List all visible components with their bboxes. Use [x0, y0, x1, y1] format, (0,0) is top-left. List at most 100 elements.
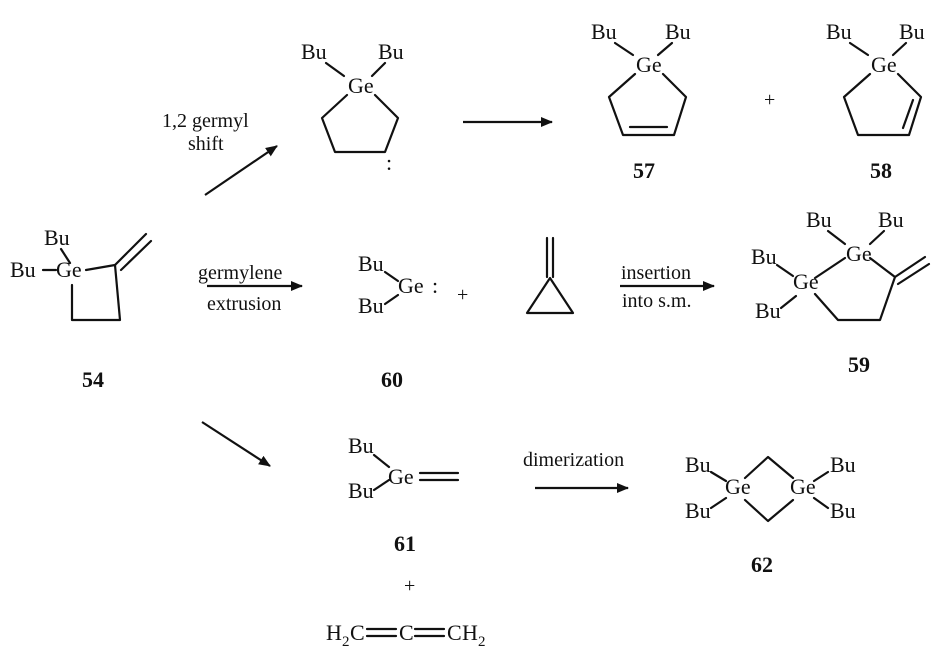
atom-c: C [350, 620, 365, 645]
bond [848, 41, 870, 57]
atom-bu: Bu [826, 19, 852, 44]
arrow-to-germene [201, 421, 271, 467]
germylene-lone-pair: : [432, 273, 438, 298]
atom-c: C [399, 620, 414, 645]
condition-insertion: into s.m. [622, 290, 691, 312]
bond [775, 263, 795, 278]
atom-bu: Bu [755, 298, 781, 323]
subscript-2: 2 [478, 634, 486, 649]
ring-bond [743, 455, 795, 480]
bond [779, 294, 798, 310]
arrow-germyl-shift [204, 145, 278, 196]
atom-bu: Bu [378, 39, 404, 64]
bond [383, 293, 400, 306]
bond [613, 41, 635, 57]
allene-structure: H 2 C C C H 2 [326, 620, 486, 649]
atom-bu: Bu [830, 452, 856, 477]
bond [826, 229, 847, 246]
atom-bu: Bu [10, 257, 36, 282]
atom-bu: Bu [591, 19, 617, 44]
atom-c: C [447, 620, 462, 645]
germacyclopentene-ring [842, 72, 923, 137]
atom-bu: Bu [301, 39, 327, 64]
cyclobutane-ring [70, 263, 122, 322]
compound-label-57: 57 [633, 158, 655, 183]
atom-ge: Ge [790, 474, 816, 499]
compound-label-60: 60 [381, 367, 403, 392]
ge-ge-bond [813, 256, 847, 280]
bond [812, 496, 830, 510]
exo-double-bond [896, 262, 931, 286]
compound-label-58: 58 [870, 158, 892, 183]
atom-ge: Ge [398, 273, 424, 298]
compound-label-62: 62 [751, 552, 773, 577]
atom-bu: Bu [878, 207, 904, 232]
compound-59-structure: Bu Bu Ge Bu Ge Bu [751, 207, 931, 323]
bond [868, 229, 886, 246]
germacyclopentane-ring [320, 93, 400, 154]
plus-sign: + [764, 89, 775, 111]
compound-58-structure: Bu Bu Ge [826, 19, 925, 137]
atom-bu: Bu [358, 251, 384, 276]
carbene-lone-pair: : [386, 150, 392, 175]
atom-ge: Ge [846, 241, 872, 266]
condition-germylene-extrusion: germylene [198, 262, 283, 284]
exo-double-bond [893, 255, 927, 279]
bond [372, 478, 391, 492]
atom-bu: Bu [751, 244, 777, 269]
atom-ge: Ge [871, 52, 897, 77]
condition-germylene-extrusion: extrusion [207, 293, 281, 315]
ring-double-bond [901, 98, 915, 130]
bond [383, 270, 400, 283]
bond [370, 61, 387, 78]
compound-label-54: 54 [82, 367, 104, 392]
bond [324, 61, 346, 78]
cyclopropane-ring [525, 276, 575, 315]
atom-ge: Ge [388, 464, 414, 489]
atom-bu: Bu [44, 225, 70, 250]
atom-bu: Bu [348, 433, 374, 458]
bond [709, 496, 728, 510]
atom-h: H [326, 620, 342, 645]
exo-double-bond [119, 239, 153, 272]
atom-bu: Bu [685, 452, 711, 477]
compound-label-61: 61 [394, 531, 416, 556]
compound-61-structure: Bu Ge Bu [348, 433, 460, 503]
bond [656, 41, 674, 57]
plus-sign: + [404, 575, 415, 597]
atom-bu: Bu [358, 293, 384, 318]
compound-62-structure: Bu Bu Ge Ge Bu Bu [685, 452, 856, 523]
condition-insertion: insertion [621, 262, 691, 284]
atom-ge: Ge [636, 52, 662, 77]
compound-57-structure: Bu Bu Ge [591, 19, 691, 137]
condition-germyl-shift: 1,2 germyl [162, 110, 249, 132]
atom-h: H [462, 620, 478, 645]
bond [891, 41, 908, 57]
ring-bond [743, 498, 795, 523]
carbene-intermediate-structure: Bu Bu Ge : [301, 39, 404, 175]
germacyclopentene-ring [607, 72, 688, 137]
atom-bu: Bu [899, 19, 925, 44]
atom-bu: Bu [348, 478, 374, 503]
condition-germyl-shift: shift [188, 133, 224, 155]
atom-bu: Bu [665, 19, 691, 44]
atom-bu: Bu [830, 498, 856, 523]
bond [812, 470, 830, 483]
digermacyclopentane-ring [813, 256, 897, 322]
bond [709, 470, 728, 483]
compound-60-structure: Bu Ge : Bu [358, 251, 438, 318]
exo-double-bond [113, 232, 148, 267]
plus-sign: + [457, 284, 468, 306]
methylenecyclopropane-structure [525, 236, 575, 315]
compound-54-structure: Bu Bu Ge [10, 225, 153, 322]
atom-bu: Bu [806, 207, 832, 232]
atom-bu: Bu [685, 498, 711, 523]
condition-dimerization: dimerization [523, 449, 624, 471]
bond [59, 247, 72, 265]
atom-ge: Ge [348, 73, 374, 98]
compound-label-59: 59 [848, 352, 870, 377]
bond [372, 453, 391, 469]
atom-ge: Ge [793, 269, 819, 294]
subscript-2: 2 [342, 634, 350, 649]
